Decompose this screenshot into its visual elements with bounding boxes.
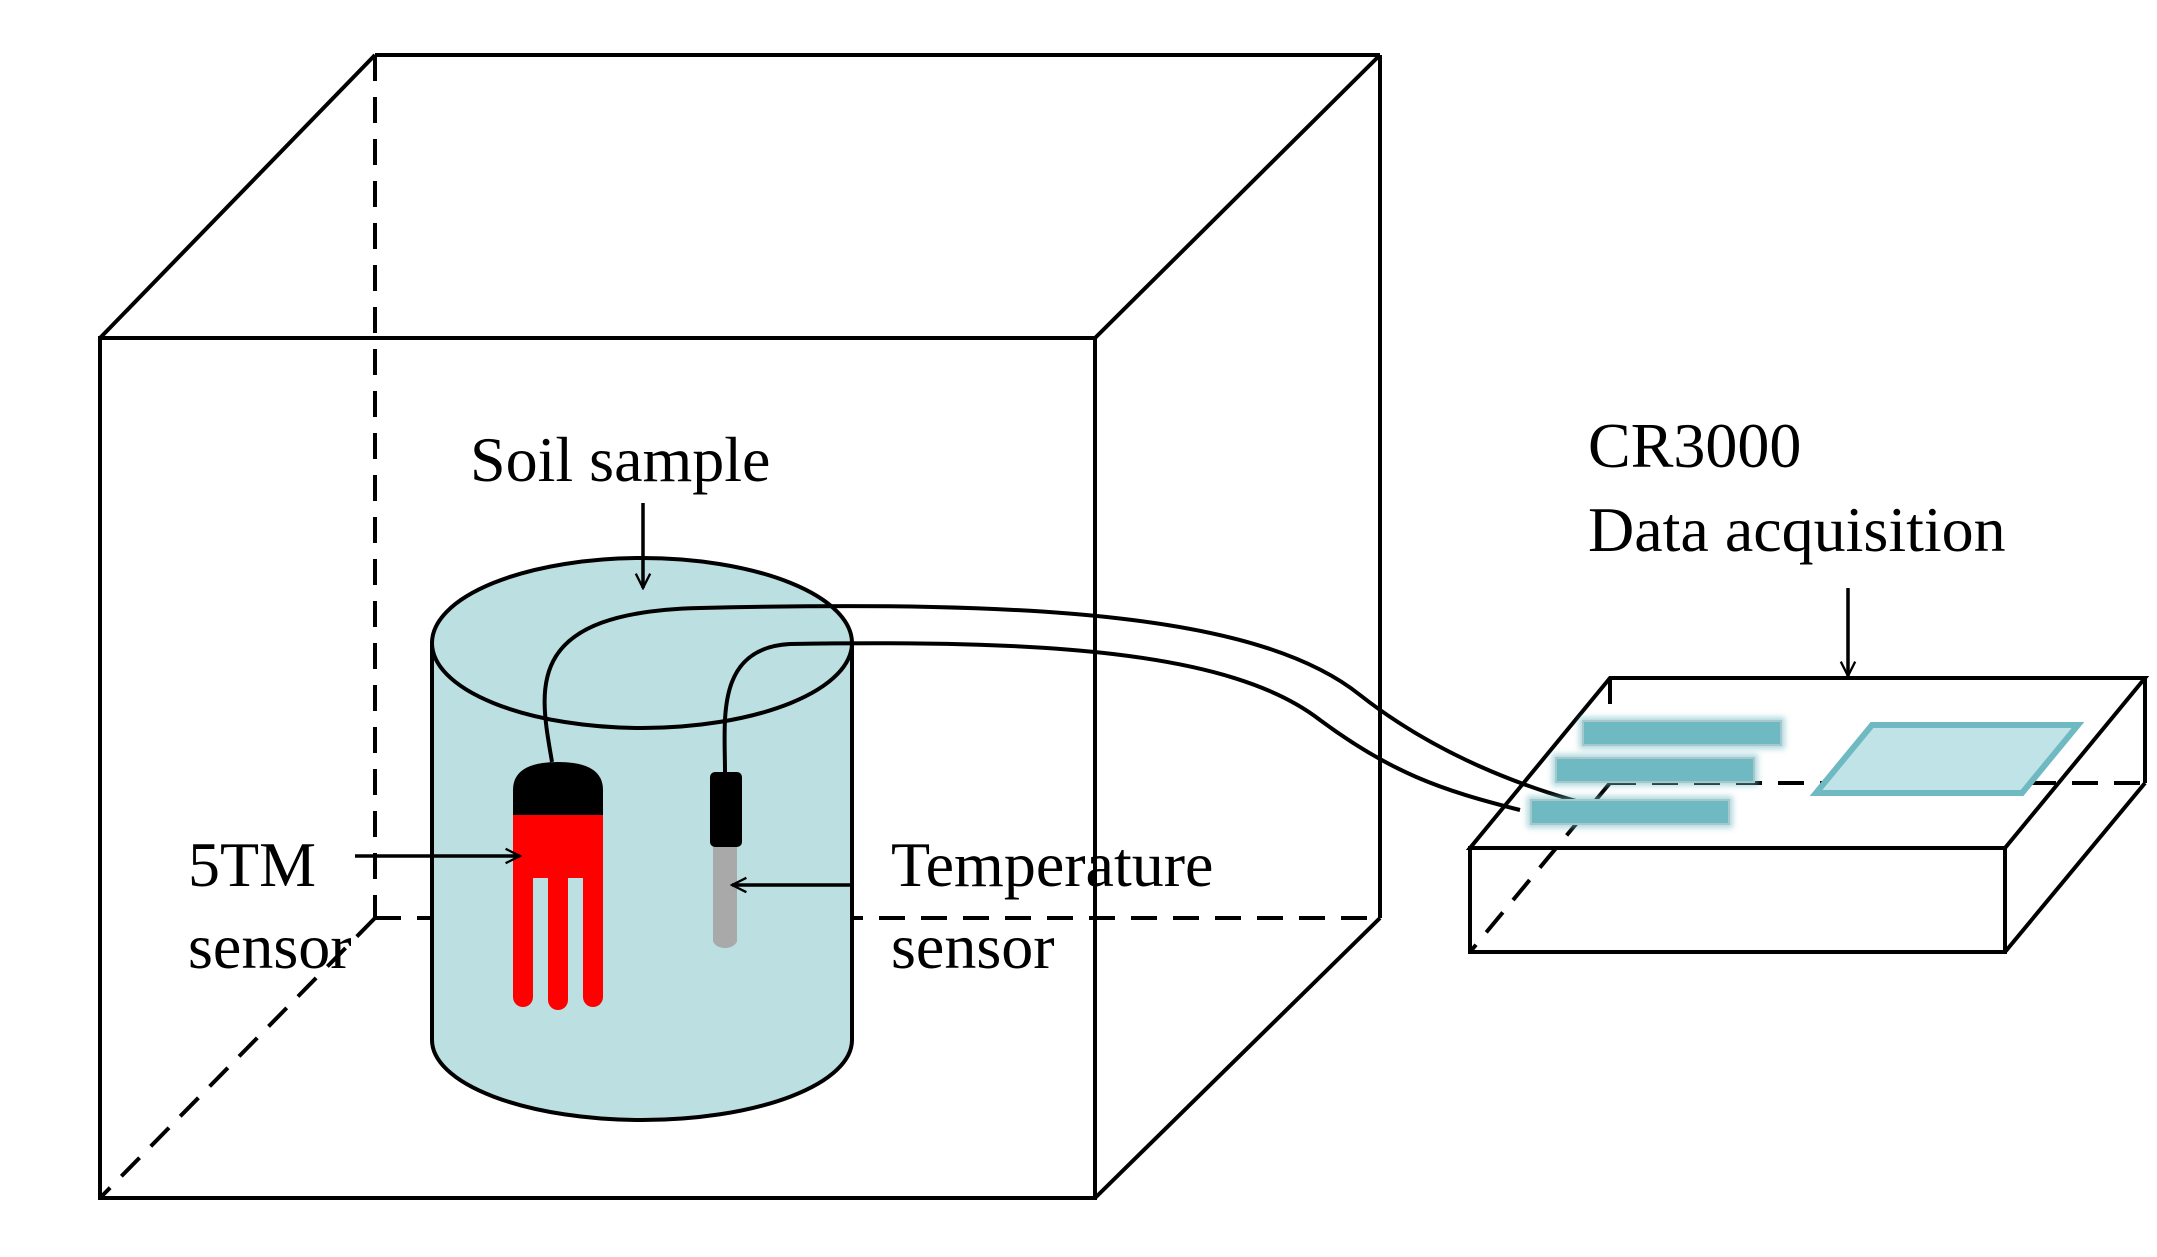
logger-modules bbox=[1527, 717, 1785, 828]
temperature-probe-icon bbox=[710, 772, 742, 948]
cr3000-label-line2: Data acquisition bbox=[1588, 494, 2006, 565]
annotation-arrows bbox=[355, 503, 1848, 885]
5tm-label-line1: 5TM bbox=[188, 829, 316, 900]
temperature-label-line1: Temperature bbox=[891, 829, 1213, 900]
soil-sample-label: Soil sample bbox=[470, 424, 770, 495]
5tm-sensor-icon bbox=[513, 762, 603, 1010]
chamber-box bbox=[98, 53, 1382, 1200]
logger-display-panel bbox=[1809, 722, 2085, 796]
sensor-cables bbox=[542, 604, 1621, 814]
temperature-label-line2: sensor bbox=[891, 911, 1055, 982]
cr3000-label-line1: CR3000 bbox=[1588, 410, 1801, 481]
5tm-label-line2: sensor bbox=[188, 911, 352, 982]
